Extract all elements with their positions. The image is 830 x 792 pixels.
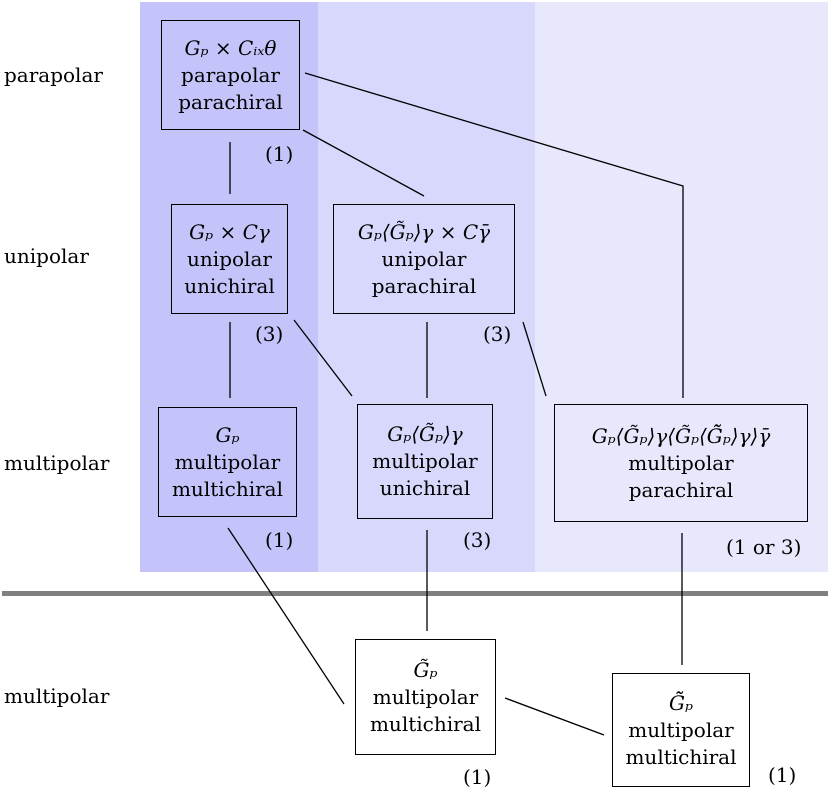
node-line-1: multipolar: [628, 450, 734, 475]
node-count: (1): [768, 763, 797, 787]
edge-unipolar-parachiral-to-nested: [522, 321, 547, 397]
row-label-multipolar-lower: multipolar: [4, 684, 110, 708]
node-formula: Gₚ × Cᵢₓθ: [184, 35, 277, 60]
node-line-1: multipolar: [372, 684, 479, 709]
node-count: (1 or 3): [726, 535, 802, 559]
node-formula: Gₚ: [215, 422, 240, 447]
node-line-1: parapolar: [181, 62, 280, 87]
edge-top-to-unipolar-parachiral: [302, 129, 425, 197]
node-line-1: multipolar: [174, 449, 281, 474]
node-line-2: unichiral: [184, 273, 275, 298]
node-gp-x-c-gamma: Gₚ × Cγ unipolar unichiral: [171, 204, 288, 314]
node-formula: Gₚ⟨G̃ₚ⟩γ × Cγ̄: [357, 219, 491, 244]
node-gp-gpt-gamma: Gₚ⟨G̃ₚ⟩γ multipolar unichiral: [357, 404, 493, 519]
node-count: (3): [463, 528, 492, 552]
node-formula: Gₚ⟨G̃ₚ⟩γ⟨G̃ₚ⟨G̃̃ₚ⟩γ⟩γ̄: [591, 423, 771, 448]
row-label-multipolar-upper: multipolar: [4, 451, 110, 475]
node-count: (1): [265, 528, 294, 552]
edge-gamma-to-gpt-gamma: [293, 319, 353, 397]
node-line-2: multichiral: [171, 476, 284, 501]
node-count: (3): [483, 322, 512, 346]
node-line-2: multichiral: [369, 711, 482, 736]
node-count: (1): [463, 765, 492, 789]
section-divider: [2, 591, 828, 596]
edge-top-to-nested: [304, 72, 684, 398]
node-gp-gpt-x-c-gammabar: Gₚ⟨G̃ₚ⟩γ × Cγ̄ unipolar parachiral: [333, 204, 515, 314]
node-gp-gpt-gamma-nested: Gₚ⟨G̃ₚ⟩γ⟨G̃ₚ⟨G̃̃ₚ⟩γ⟩γ̄ multipolar parach…: [554, 404, 808, 522]
node-gpt: G̃ₚ multipolar multichiral: [355, 639, 496, 755]
row-label-unipolar: unipolar: [4, 244, 89, 268]
node-count: (1): [265, 142, 294, 166]
node-line-2: parachiral: [628, 477, 734, 502]
node-gp-x-c-ixtheta: Gₚ × Cᵢₓθ parapolar parachiral: [161, 20, 300, 130]
node-line-2: unichiral: [379, 476, 471, 500]
node-gp: Gₚ multipolar multichiral: [158, 407, 297, 517]
edge-gpt-to-gptt: [504, 697, 605, 736]
node-formula: Gₚ × Cγ: [189, 219, 270, 244]
node-line-1: multipolar: [628, 717, 734, 742]
node-gptt: G̃̃ₚ multipolar multichiral: [612, 673, 750, 787]
node-formula: G̃̃ₚ: [669, 690, 693, 715]
node-line-2: parachiral: [371, 273, 477, 298]
node-line-1: unipolar: [187, 246, 272, 271]
node-formula: Gₚ⟨G̃ₚ⟩γ: [387, 422, 463, 446]
node-line-2: parachiral: [178, 89, 283, 114]
node-formula: G̃ₚ: [413, 657, 438, 682]
node-line-1: multipolar: [372, 449, 478, 473]
edge-gp-to-gpt: [227, 527, 345, 705]
node-line-1: unipolar: [381, 246, 467, 271]
row-label-parapolar: parapolar: [4, 63, 103, 87]
node-line-2: multichiral: [625, 744, 737, 769]
node-count: (3): [255, 322, 284, 346]
